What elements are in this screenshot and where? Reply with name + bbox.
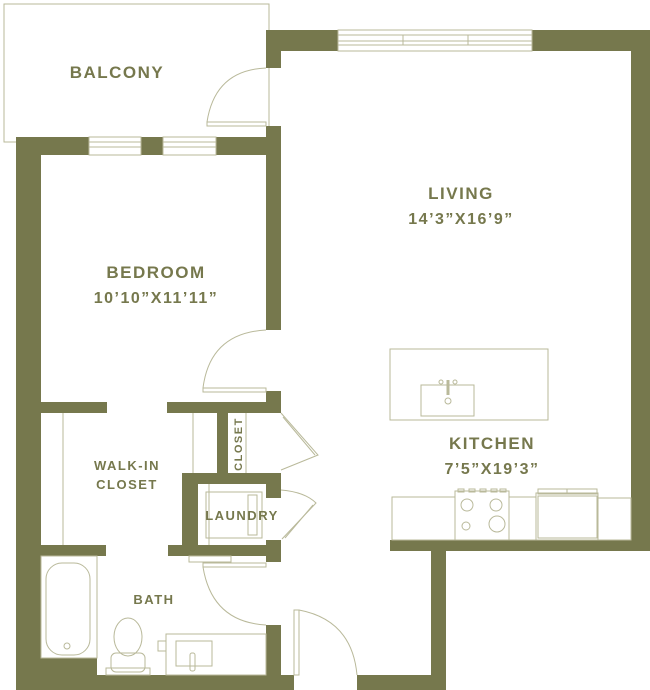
bath-vanity: [157, 633, 267, 676]
label-bath: BATH: [133, 592, 174, 607]
door-balcony[interactable]: [206, 67, 267, 127]
label-bedroom: BEDROOM: [106, 263, 205, 282]
island-counter: [389, 348, 549, 421]
wall-left: [16, 137, 41, 690]
label-closet: CLOSET: [233, 417, 245, 471]
wall-bedroom-right: [266, 126, 281, 330]
window-bedroom-right: [162, 136, 217, 156]
range-stove: [454, 490, 510, 541]
walls: [16, 30, 650, 690]
label-kitchen: KITCHEN: [449, 434, 535, 453]
doors: [188, 67, 358, 676]
washer-dryer: [205, 484, 263, 545]
window-bedroom-left: [88, 136, 142, 156]
wall-bath-top: [16, 545, 106, 556]
walk-in-shelves: [62, 413, 247, 545]
door-closet[interactable]: [280, 412, 319, 471]
wall-walkin-top-left: [16, 402, 107, 413]
wall-top-left: [266, 30, 338, 51]
wall-bedroom-top-right: [216, 137, 281, 155]
toilet-paper-holder: [157, 640, 167, 652]
door-laundry[interactable]: [280, 489, 317, 540]
label-living-dimensions: 14’3”X16’9”: [408, 211, 513, 228]
wall-closet-left: [217, 413, 228, 473]
bathtub: [40, 555, 98, 659]
wall-walkin-top-right: [167, 402, 281, 413]
door-bedroom[interactable]: [202, 329, 267, 393]
label-walk-in: WALK-IN: [94, 458, 160, 473]
door-bath[interactable]: [188, 555, 267, 626]
wall-laundry-left: [182, 473, 198, 555]
wall-top-right: [532, 30, 650, 51]
kitchen-island: [389, 348, 549, 421]
wall-living-left-stub: [266, 30, 281, 68]
counter-mid: [508, 496, 537, 541]
label-kitchen-dimensions: 7’5”X19’3”: [444, 461, 539, 478]
kitchen-counter: [391, 488, 632, 541]
window-living-top: [337, 29, 533, 52]
label-walk-in-closet: CLOSET: [96, 477, 158, 492]
wall-bedroom-top-mid: [141, 137, 163, 155]
wall-laundry-bottom: [168, 545, 281, 556]
wall-tub-base: [41, 658, 97, 675]
balcony-outline: [3, 3, 270, 143]
counter-right: [597, 497, 632, 541]
wall-bottom-right: [357, 675, 446, 690]
toilet: [105, 617, 151, 676]
label-bedroom-dimensions: 10’10”X11’11”: [94, 290, 218, 307]
door-entry[interactable]: [293, 609, 358, 676]
label-balcony: BALCONY: [70, 63, 165, 82]
counter-left: [391, 496, 456, 541]
wall-bottom-left: [16, 675, 294, 690]
wall-bath-right: [266, 625, 281, 690]
dishwasher: [535, 492, 599, 541]
wall-entry-right: [431, 540, 446, 690]
label-laundry: LAUNDRY: [205, 508, 279, 523]
wall-right: [631, 30, 650, 551]
wall-laundry-top: [182, 473, 281, 484]
wall-kitchen-bottom: [390, 540, 650, 551]
label-living: LIVING: [428, 184, 494, 203]
windows: [88, 29, 533, 156]
